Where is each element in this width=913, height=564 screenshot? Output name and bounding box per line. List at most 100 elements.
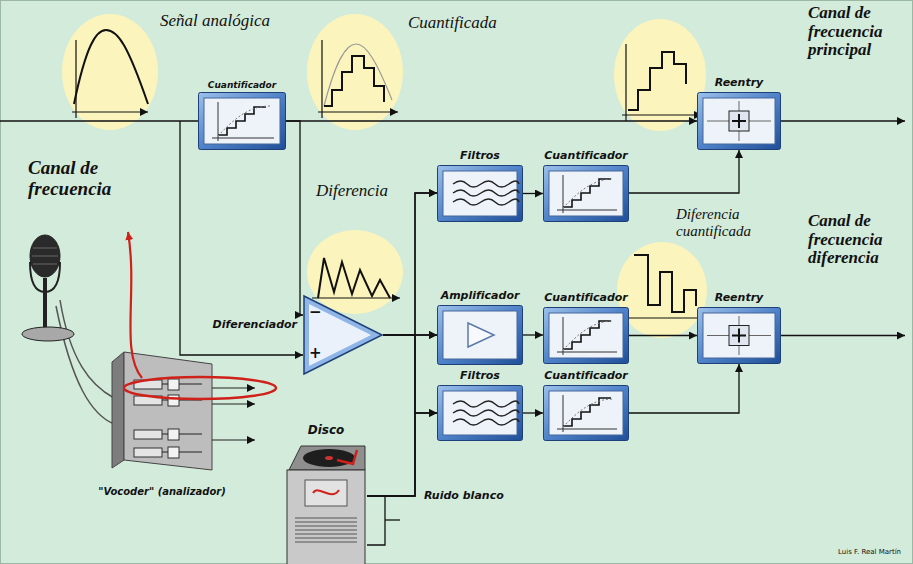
reentry-drawing <box>707 316 771 355</box>
amp-drawing <box>443 311 517 359</box>
waveform-bubble <box>307 230 403 314</box>
signal-wire <box>0 121 905 545</box>
signal-connector <box>367 335 437 496</box>
waveform <box>622 114 702 115</box>
vocoder-drawing <box>112 352 124 468</box>
quant-drawing <box>218 107 266 135</box>
signal-connector <box>629 335 697 336</box>
reentry-drawing <box>698 308 781 364</box>
vocoder-drawing <box>134 430 162 439</box>
quant-drawing <box>563 399 613 427</box>
quantizer-box-outline <box>543 385 629 441</box>
waveform <box>318 258 390 298</box>
tri-drawing <box>309 304 371 366</box>
filter-drawing <box>453 190 519 196</box>
amplifier-box: Amplificador <box>437 305 523 365</box>
filter-drawing <box>453 401 519 407</box>
quant-drawing <box>212 102 274 141</box>
node-label: Disco <box>308 424 345 438</box>
waveform-caption: Cuantificada <box>408 14 497 33</box>
quantizer-box: Cuantificador <box>543 165 629 222</box>
quant-drawing <box>199 93 286 150</box>
filter-drawing <box>453 410 519 416</box>
signal-wire <box>385 519 400 520</box>
waveform-bubble <box>62 14 158 130</box>
microphone <box>60 300 114 398</box>
filter-drawing <box>453 199 519 205</box>
disco-drawing <box>305 480 347 506</box>
vocoder-drawing <box>168 429 179 440</box>
quant-drawing <box>199 93 286 150</box>
reentry-drawing <box>729 326 749 346</box>
vocoder-drawing <box>162 384 202 385</box>
author-credit: Luis F. Real Martín <box>838 549 901 556</box>
waveform-bubble <box>62 14 707 338</box>
microphone <box>56 306 114 424</box>
disco-drawing <box>313 490 339 494</box>
quantizer-box-outline <box>543 165 629 222</box>
reentry-drawing <box>729 111 749 131</box>
quant-drawing <box>218 106 270 136</box>
disco-drawing <box>325 456 333 460</box>
waveform-caption: Diferencia cuantificada <box>676 206 771 239</box>
vocoder-analyzer: "Vocoder" (analizador) <box>112 352 212 470</box>
quant-drawing <box>544 386 629 441</box>
vocoder-drawing <box>212 403 255 404</box>
waveform <box>324 44 392 106</box>
waveform <box>74 30 148 104</box>
signal-connector <box>629 364 739 413</box>
disco-drawing <box>289 446 365 470</box>
disco-drawing <box>295 530 357 531</box>
signal-wire <box>0 120 198 121</box>
filter-box-outline <box>437 165 523 222</box>
vocoder-drawing <box>168 395 179 406</box>
node-label: Diferenciador <box>213 319 297 332</box>
signal-connector <box>523 412 543 413</box>
quant-drawing <box>544 308 629 364</box>
waveform <box>318 111 398 112</box>
vocoder-drawing <box>162 434 202 435</box>
reentry-drawing <box>703 313 775 358</box>
channel-title: Canal de frecuencia <box>28 158 140 200</box>
reentry-drawing <box>698 93 781 150</box>
quant-drawing <box>563 321 611 349</box>
reentry-drawing <box>732 329 746 343</box>
node-label: Cuantificador <box>544 370 628 383</box>
filter-drawing <box>438 166 523 222</box>
disco-drawing <box>295 526 357 527</box>
microphone <box>22 235 114 424</box>
quant-drawing <box>563 179 613 208</box>
reentry-drawing <box>732 114 746 128</box>
filter-drawing <box>438 166 523 222</box>
waveform <box>75 40 76 118</box>
quantizer-box: Cuantificador <box>198 92 286 150</box>
signal-connector <box>367 413 437 496</box>
quant-drawing <box>549 171 623 216</box>
vocoder-drawing <box>112 232 276 470</box>
reentry-box-outline <box>697 92 781 150</box>
waveform <box>634 255 696 312</box>
signal-connector <box>629 150 739 193</box>
quant-drawing <box>557 317 617 355</box>
filter-drawing <box>438 386 523 441</box>
waveform <box>321 40 322 118</box>
waveform <box>324 56 384 106</box>
reentry-drawing <box>698 93 781 150</box>
quant-drawing <box>557 175 617 213</box>
channel-title: Canal de frecuencia principal <box>808 4 908 60</box>
quant-drawing <box>563 398 611 426</box>
disco-drawing <box>295 542 357 543</box>
quant-drawing <box>544 386 629 441</box>
amp-drawing <box>438 306 523 365</box>
reentry-drawing <box>707 101 771 141</box>
signal-wire <box>781 335 905 336</box>
reentry-box: Reentry <box>697 92 781 150</box>
reentry-box: Reentry <box>697 307 781 364</box>
quant-drawing <box>563 321 613 350</box>
quant-drawing <box>544 166 629 222</box>
channel-title: Canal de frecuencia diferencia <box>808 212 908 268</box>
vocoder-drawing <box>168 447 179 458</box>
